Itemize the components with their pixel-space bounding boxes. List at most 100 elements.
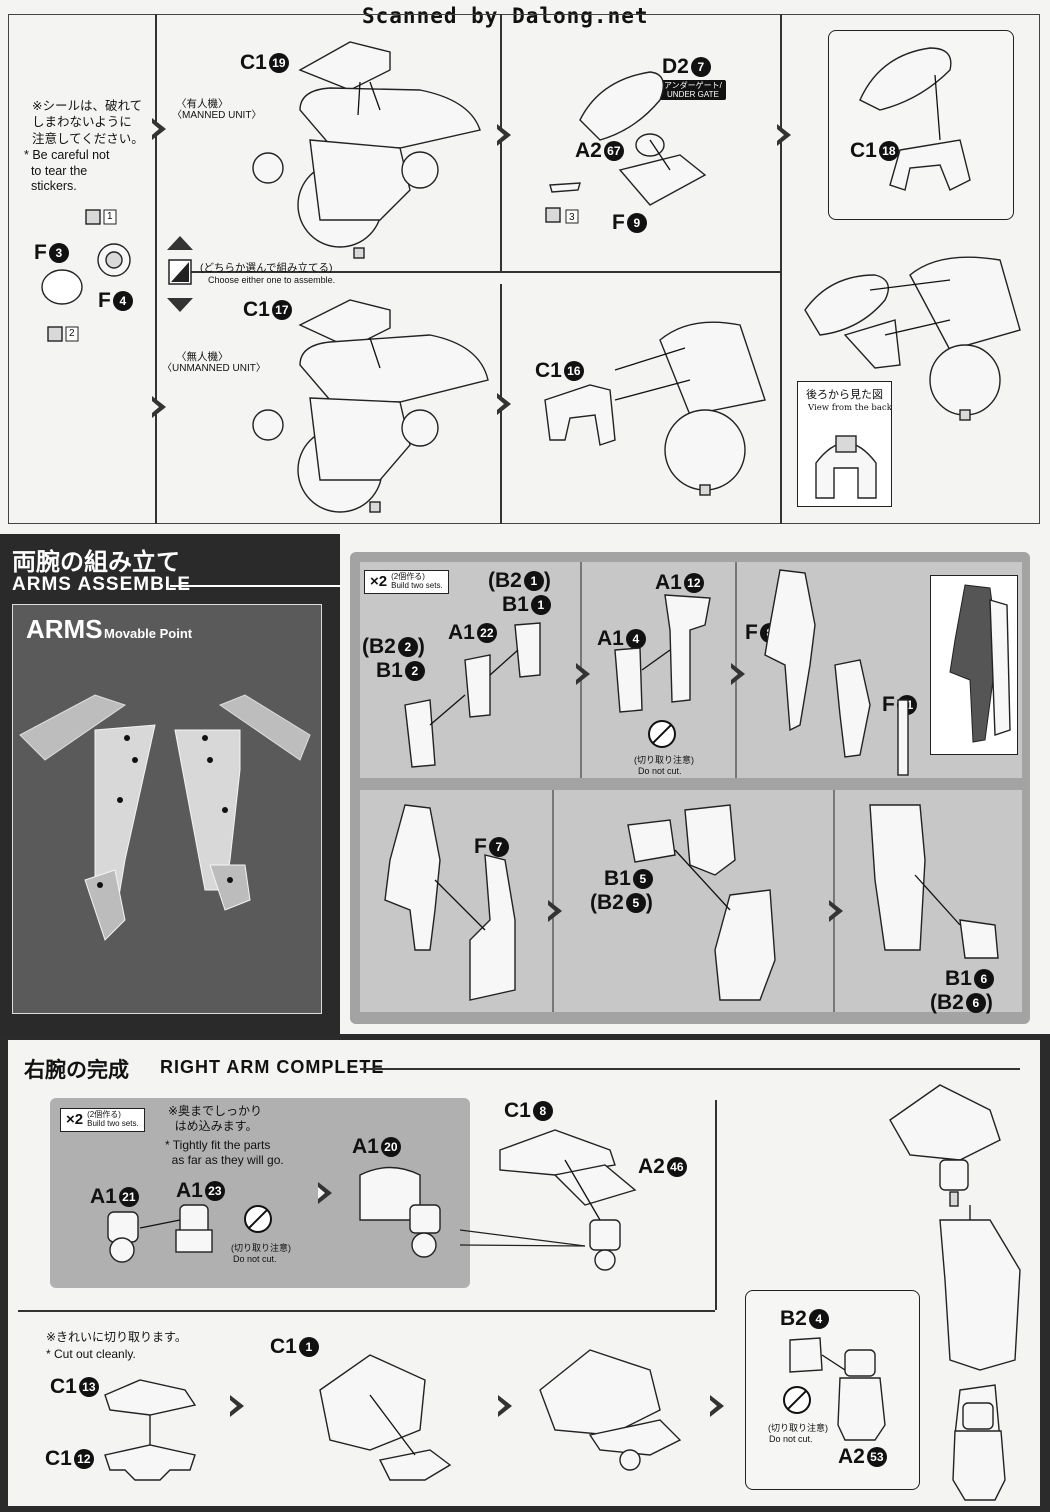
elbow-joint-drawing bbox=[107, 1204, 213, 1263]
title-rule bbox=[170, 585, 340, 587]
arm-armor-b1-6-drawing bbox=[869, 804, 999, 959]
nocut-label-en: Do not cut. bbox=[638, 766, 682, 776]
nocut-label-en: Do not cut. bbox=[233, 1254, 277, 1264]
view-back-label-jp: 後ろから見た図 bbox=[806, 388, 883, 401]
sticker-number-1: 1 bbox=[107, 211, 113, 222]
step-arrow bbox=[498, 1395, 512, 1417]
sticker-note-en: * Be careful not to tear the stickers. bbox=[24, 148, 110, 194]
elbow-armor-drawing bbox=[499, 1129, 637, 1271]
under-gate-badge: アンダーゲート/ UNDER GATE bbox=[660, 80, 726, 101]
step-arrow bbox=[576, 663, 590, 685]
title-rule bbox=[360, 1068, 1020, 1070]
elbow-cap-drawing bbox=[359, 1166, 441, 1258]
step-arrow bbox=[497, 124, 511, 146]
cut-note-jp: ※きれいに切り取ります。 bbox=[46, 1330, 187, 1344]
view-back-label-en: View from the back bbox=[808, 403, 892, 413]
do-not-cut-icon bbox=[648, 720, 676, 748]
arm-frame-drawing bbox=[764, 569, 909, 776]
hand-complete-drawing bbox=[952, 1402, 1006, 1501]
sticker-number-2: 2 bbox=[69, 328, 75, 339]
step-arrow bbox=[777, 124, 791, 146]
manned-label-en: 〈MANNED UNIT〉 bbox=[172, 110, 262, 121]
sticker-number-3: 3 bbox=[569, 212, 575, 223]
arms-photo-figure bbox=[19, 694, 311, 941]
arms-photo bbox=[12, 604, 322, 1014]
step-arrow bbox=[548, 900, 562, 922]
callout-pointer bbox=[459, 1229, 586, 1247]
hand-assembled-drawing bbox=[539, 1349, 682, 1471]
step-arrow bbox=[829, 900, 843, 922]
sticker-part-drawing bbox=[41, 209, 131, 342]
do-not-cut-icon bbox=[244, 1205, 272, 1233]
divider bbox=[155, 14, 157, 524]
back-view-drawing bbox=[815, 435, 877, 499]
photo-title: ARMS bbox=[26, 614, 103, 644]
hand-cover-parts-drawing bbox=[104, 1379, 197, 1481]
manned-label-jp: 〈有人機〉 bbox=[176, 98, 229, 110]
nocut-label-jp: (切り取り注意) bbox=[231, 1243, 291, 1253]
nocut-label-jp: (切り取り注意) bbox=[634, 755, 694, 765]
cut-note-en: * Cut out cleanly. bbox=[46, 1347, 136, 1361]
forearm-parts-drawing bbox=[614, 594, 711, 713]
step-arrow bbox=[710, 1395, 724, 1417]
arm-frame-detail-drawing bbox=[949, 584, 1011, 743]
watermark: Scanned by Dalong.net bbox=[362, 4, 649, 28]
right-arm-title-en: RIGHT ARM COMPLETE bbox=[160, 1057, 385, 1077]
step-arrow bbox=[230, 1395, 244, 1417]
unmanned-label-jp: 〈無人機〉 bbox=[176, 351, 229, 363]
arms-title-jp: 両腕の組み立て bbox=[12, 547, 180, 576]
hand-shell-drawing bbox=[319, 1354, 452, 1481]
step-arrow bbox=[318, 1182, 332, 1204]
arms-title-en: ARMS ASSEMBLE bbox=[12, 574, 192, 595]
choose-note-jp: (どちらか選んで組み立てる) bbox=[200, 262, 333, 274]
arm-armor-b1-5-drawing bbox=[627, 804, 776, 1001]
armor-sub-assembly-drawing bbox=[545, 71, 707, 224]
build-two-badge: ×2 (2個作る)Build two sets. bbox=[364, 570, 449, 594]
unmanned-unit-drawing bbox=[252, 299, 489, 513]
nocut-label-en: Do not cut. bbox=[769, 1434, 813, 1444]
manned-unit-drawing bbox=[252, 41, 481, 259]
c1-16-assembly-drawing bbox=[544, 321, 766, 496]
nocut-label-jp: (切り取り注意) bbox=[768, 1423, 828, 1433]
step-arrow bbox=[731, 663, 745, 685]
callout-box bbox=[828, 30, 1014, 220]
divider bbox=[18, 1310, 715, 1312]
build-two-badge: ×2 (2個作る)Build two sets. bbox=[60, 1108, 145, 1132]
arm-armor-f7-drawing bbox=[384, 804, 516, 1001]
divider bbox=[190, 271, 780, 273]
divider bbox=[715, 1100, 717, 1310]
top-frame bbox=[8, 14, 1040, 524]
choose-note-en: Choose either one to assemble. bbox=[208, 275, 336, 285]
armor-assembly-final-drawing bbox=[804, 256, 1021, 421]
photo-subtitle: Movable Point bbox=[104, 626, 193, 641]
do-not-cut-icon bbox=[783, 1386, 811, 1414]
sticker-note-jp: ※シールは、破れて しまわないように 注意してください。 bbox=[32, 99, 144, 146]
step-arrow bbox=[152, 118, 166, 140]
choose-either-icon bbox=[167, 236, 193, 312]
hand-callout-box bbox=[745, 1290, 920, 1490]
